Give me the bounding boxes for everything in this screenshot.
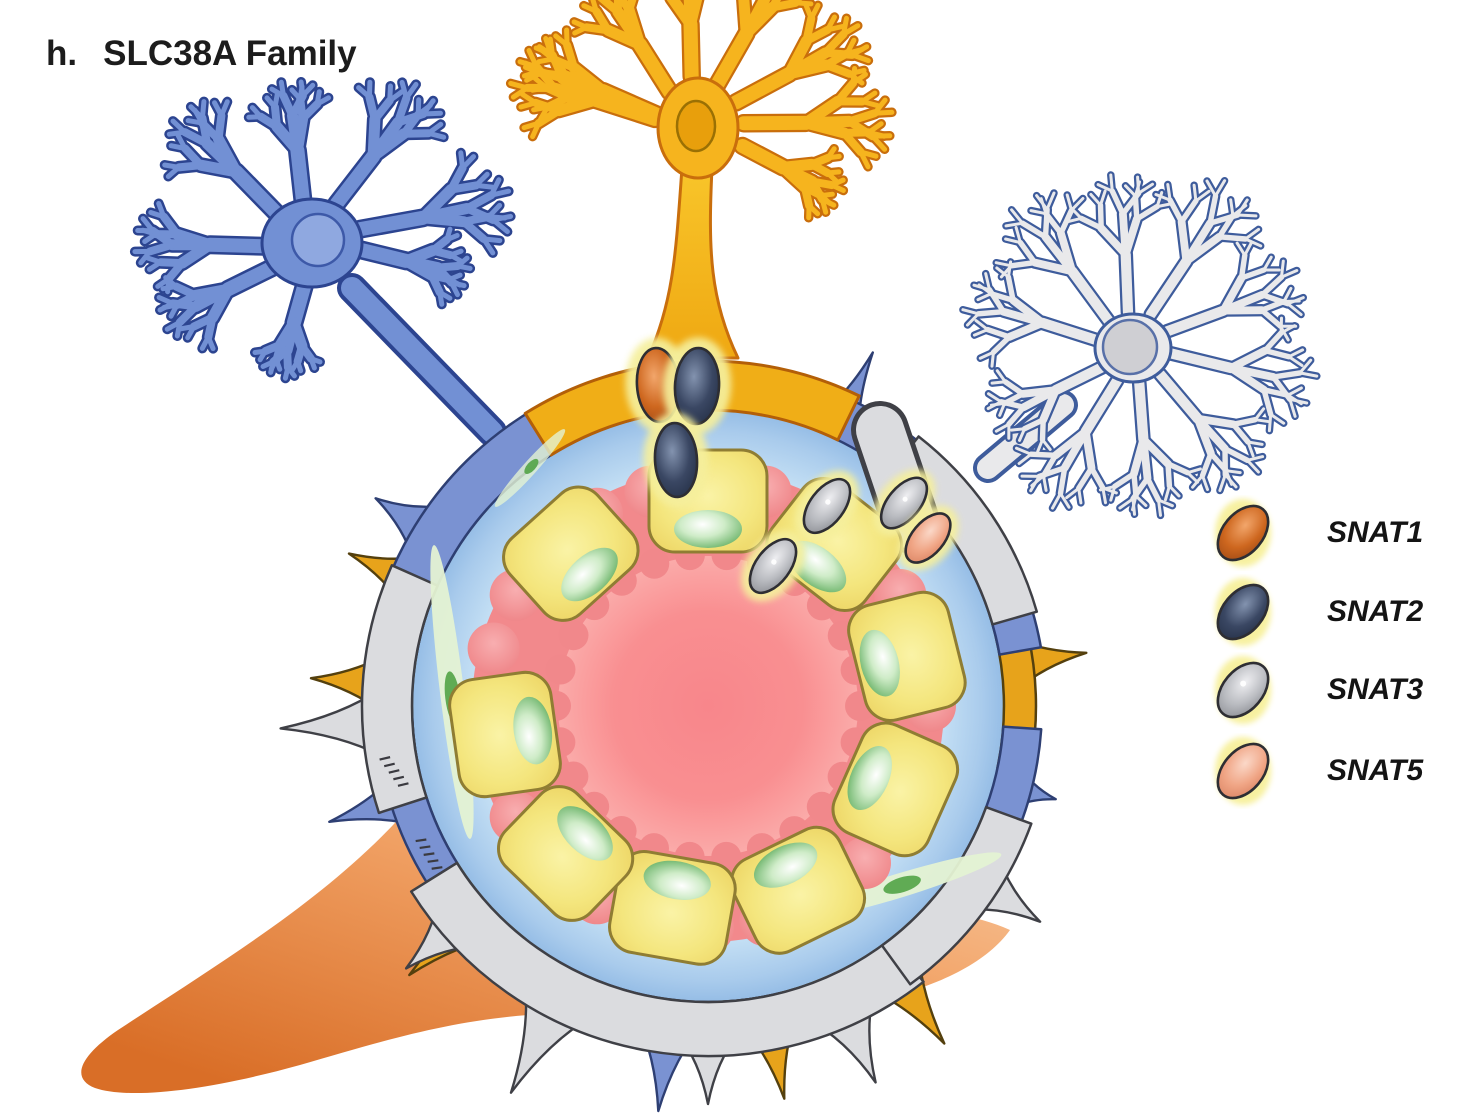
endothelial-cell (847, 590, 967, 722)
title-text: SLC38A Family (103, 34, 357, 73)
endothelial-cell (608, 850, 737, 966)
endothelial-nucleus (557, 806, 613, 861)
legend-swatch-snat5 (1215, 737, 1271, 805)
endothelial-nucleus (753, 842, 818, 888)
lumen-scallop (558, 761, 589, 792)
legend-label: SNAT5 (1327, 754, 1424, 787)
endothelial-nucleus (859, 629, 900, 697)
membrane-transporters (625, 337, 959, 602)
pericyte-lobe (467, 622, 520, 675)
astrocyte-gray-nucleus (1101, 318, 1159, 376)
neuron-orange-stem (646, 166, 740, 360)
endothelial-ring (448, 448, 967, 966)
legend-label: SNAT3 (1327, 673, 1424, 706)
astrocyte-gray (959, 171, 1321, 520)
legend-swatch-snat2 (1215, 578, 1271, 646)
neuron-orange (505, 0, 897, 223)
membrane-hatching (379, 756, 409, 787)
endothelial-cell (831, 721, 960, 858)
endothelial-cell (502, 485, 640, 622)
transporter-snat2 (662, 337, 732, 435)
transporter-snat3 (795, 470, 859, 542)
spindle-cell (494, 429, 566, 507)
legend-item-snat2: SNAT2 (1205, 574, 1423, 650)
legend-item-snat5: SNAT5 (1205, 733, 1423, 809)
legend-swatch-snat1 (1215, 499, 1271, 567)
panel-index: h. (46, 34, 78, 73)
endothelial-cell (729, 825, 867, 955)
endothelial-cell (496, 785, 635, 922)
neuron-blue (129, 77, 516, 384)
membrane-hatching (415, 838, 443, 870)
legend-item-snat3: SNAT3 (1205, 652, 1423, 728)
legend-item-snat1: SNAT1 (1205, 495, 1423, 571)
figure-title: h. SLC38A Family (46, 34, 357, 74)
transporter-snat2 (643, 412, 709, 508)
transporter-snat5 (897, 505, 959, 571)
lumen-scallop (545, 654, 576, 685)
gray-endfoot (279, 564, 439, 815)
legend-swatch-snat3 (1215, 656, 1271, 724)
endothelial-nucleus (561, 547, 618, 602)
lumen-scallop (639, 548, 670, 579)
endothelial-nucleus (513, 696, 553, 765)
gray-endfoot (404, 861, 925, 1106)
legend-label: SNAT1 (1327, 516, 1424, 549)
endothelial-cell (448, 670, 562, 799)
neuron-blue-nucleus (290, 212, 346, 268)
lumen-scallop (558, 620, 589, 651)
endothelial-nucleus (847, 746, 892, 811)
lumen-scallop (806, 791, 837, 822)
endothelial-nucleus (643, 860, 711, 900)
neuron-orange-nucleus (675, 99, 717, 153)
legend-label: SNAT2 (1327, 595, 1424, 628)
endothelial-nucleus (674, 510, 742, 548)
gray-endfoot (880, 805, 1042, 986)
transporter-snat3 (741, 530, 805, 602)
